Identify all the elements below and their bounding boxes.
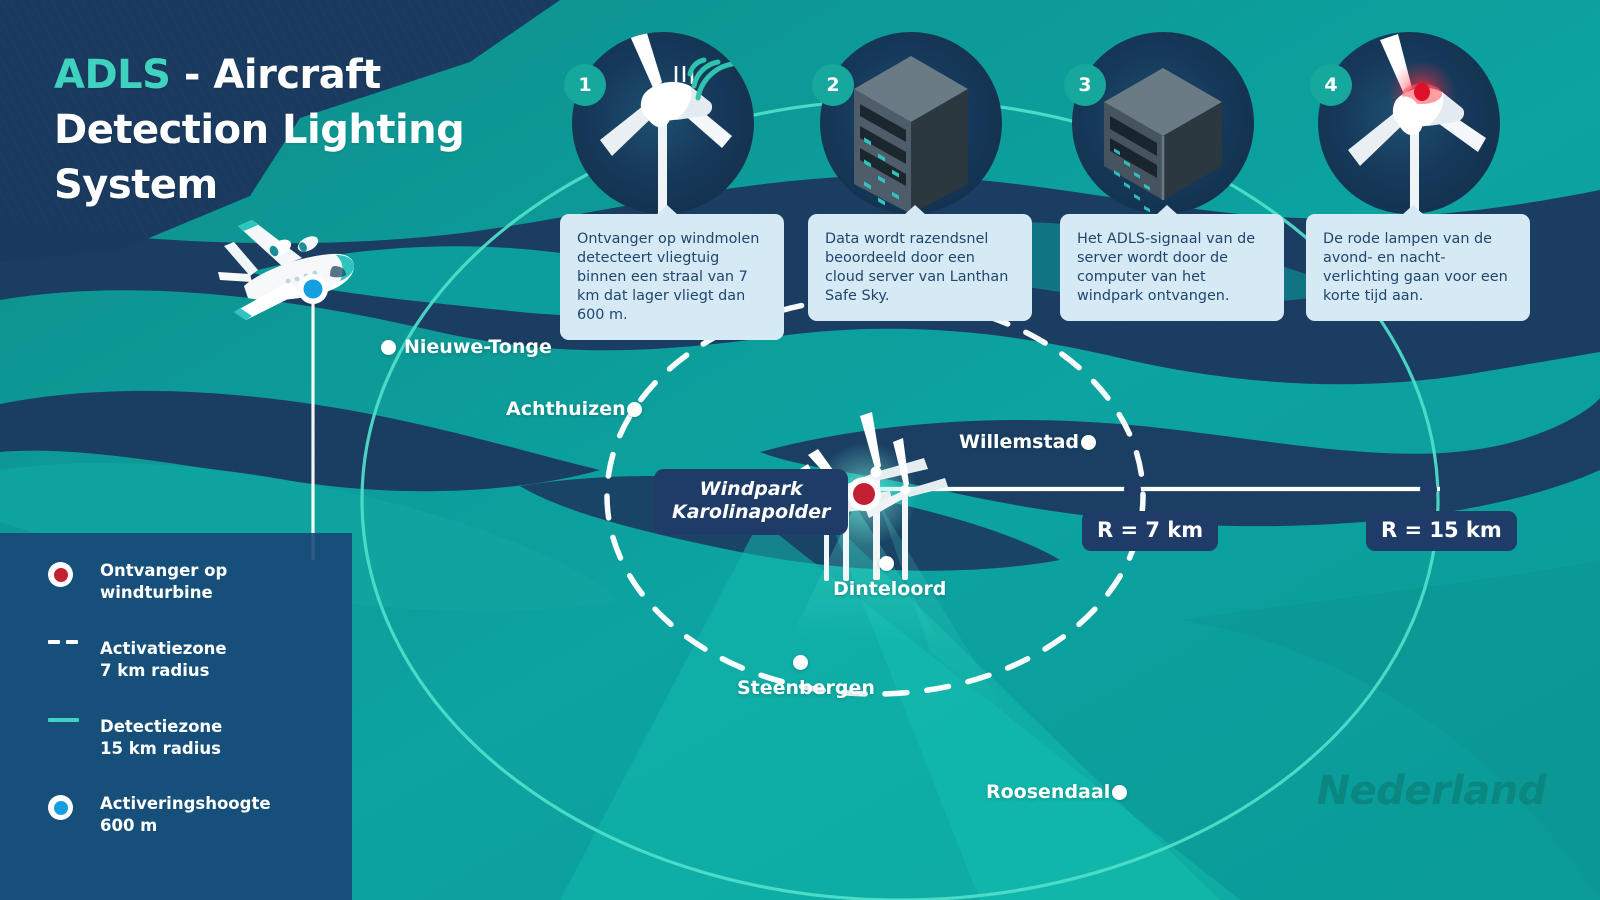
city-dot-steenbergen	[793, 655, 808, 670]
page-title: ADLS - Aircraft Detection Lighting Syste…	[54, 48, 534, 214]
cloud-server-tower-icon	[854, 56, 968, 214]
step-4-number: 4	[1310, 64, 1352, 106]
legend-item-detection-zone: Detectiezone 15 km radius	[48, 714, 222, 760]
legend-text-activation-zone: Activatiezone 7 km radius	[100, 636, 227, 682]
step-1-card: Ontvanger op windmolen detecteert vliegt…	[560, 204, 784, 341]
legend-text-receiver: Ontvanger op windturbine	[100, 558, 227, 604]
legend-panel: Ontvanger op windturbine Activatiezone 7…	[0, 533, 352, 900]
country-watermark: Nederland	[1316, 768, 1547, 814]
step-3-number: 3	[1064, 64, 1106, 106]
radius-dot-7km	[1124, 481, 1141, 498]
city-label-steenbergen: Steenbergen	[737, 677, 875, 699]
city-label-roosendaal: Roosendaal	[986, 781, 1111, 803]
city-label-willemstad: Willemstad	[959, 431, 1079, 453]
step-2-number: 2	[812, 64, 854, 106]
step-1-icon-circle	[572, 32, 754, 214]
legend-text-detection-zone: Detectiezone 15 km radius	[100, 714, 222, 760]
step-2-icon-circle	[820, 32, 1002, 214]
radius-badge-7km: R = 7 km	[1082, 511, 1219, 551]
radius-dot-15km	[1420, 481, 1437, 498]
legend-item-activation-height: Activeringshoogte 600 m	[48, 791, 271, 837]
windpark-label-line2: Karolinapolder	[672, 501, 831, 524]
city-dot-achthuizen	[627, 402, 642, 417]
legend-receiver-line2: windturbine	[100, 583, 213, 603]
legend-item-receiver: Ontvanger op windturbine	[48, 558, 227, 604]
receiver-red-dot-icon	[48, 558, 82, 587]
solid-teal-line-icon	[48, 714, 82, 722]
city-dot-willemstad	[1081, 435, 1096, 450]
step-4-card: De rode lampen van de avond- en nacht-ve…	[1306, 204, 1530, 322]
server-rack-icon	[1104, 68, 1222, 213]
legend-item-activation-zone: Activatiezone 7 km radius	[48, 636, 227, 682]
step-2-card: Data wordt razendsnel beoordeeld door ee…	[808, 204, 1032, 322]
step-3-icon-circle	[1072, 32, 1254, 214]
legend-height-line2: 600 m	[100, 816, 158, 836]
legend-text-activation-height: Activeringshoogte 600 m	[100, 791, 271, 837]
title-brand: ADLS	[54, 52, 171, 98]
wind-turbine-signal-icon	[600, 32, 735, 214]
title-rest: - Aircraft Detection Lighting System	[54, 52, 465, 209]
legend-detection-line2: 15 km radius	[100, 739, 221, 759]
windpark-label: Windpark Karolinapolder	[654, 469, 849, 536]
city-label-nieuwe-tonge: Nieuwe-Tonge	[404, 336, 552, 358]
legend-receiver-line1: Ontvanger op	[100, 561, 228, 580]
step-3-card: Het ADLS-signaal van de server wordt doo…	[1060, 204, 1284, 322]
windpark-label-line1: Windpark	[699, 478, 803, 500]
wind-turbine-red-light-icon	[1348, 34, 1486, 214]
step-1-number: 1	[564, 64, 606, 106]
city-dot-dinteloord	[879, 556, 894, 571]
legend-detection-line1: Detectiezone	[100, 717, 223, 736]
radius-badge-15km: R = 15 km	[1366, 511, 1517, 551]
legend-activation-line2: 7 km radius	[100, 661, 210, 681]
city-dot-roosendaal	[1112, 785, 1127, 800]
city-label-dinteloord: Dinteloord	[833, 578, 947, 600]
dashed-line-icon	[48, 636, 82, 644]
legend-height-line1: Activeringshoogte	[100, 794, 271, 813]
step-4-icon-circle	[1318, 32, 1500, 214]
legend-activation-line1: Activatiezone	[100, 639, 227, 658]
activation-blue-dot-icon	[48, 791, 82, 820]
city-dot-nieuwe-tonge	[381, 340, 396, 355]
city-label-achthuizen: Achthuizen	[506, 398, 626, 420]
